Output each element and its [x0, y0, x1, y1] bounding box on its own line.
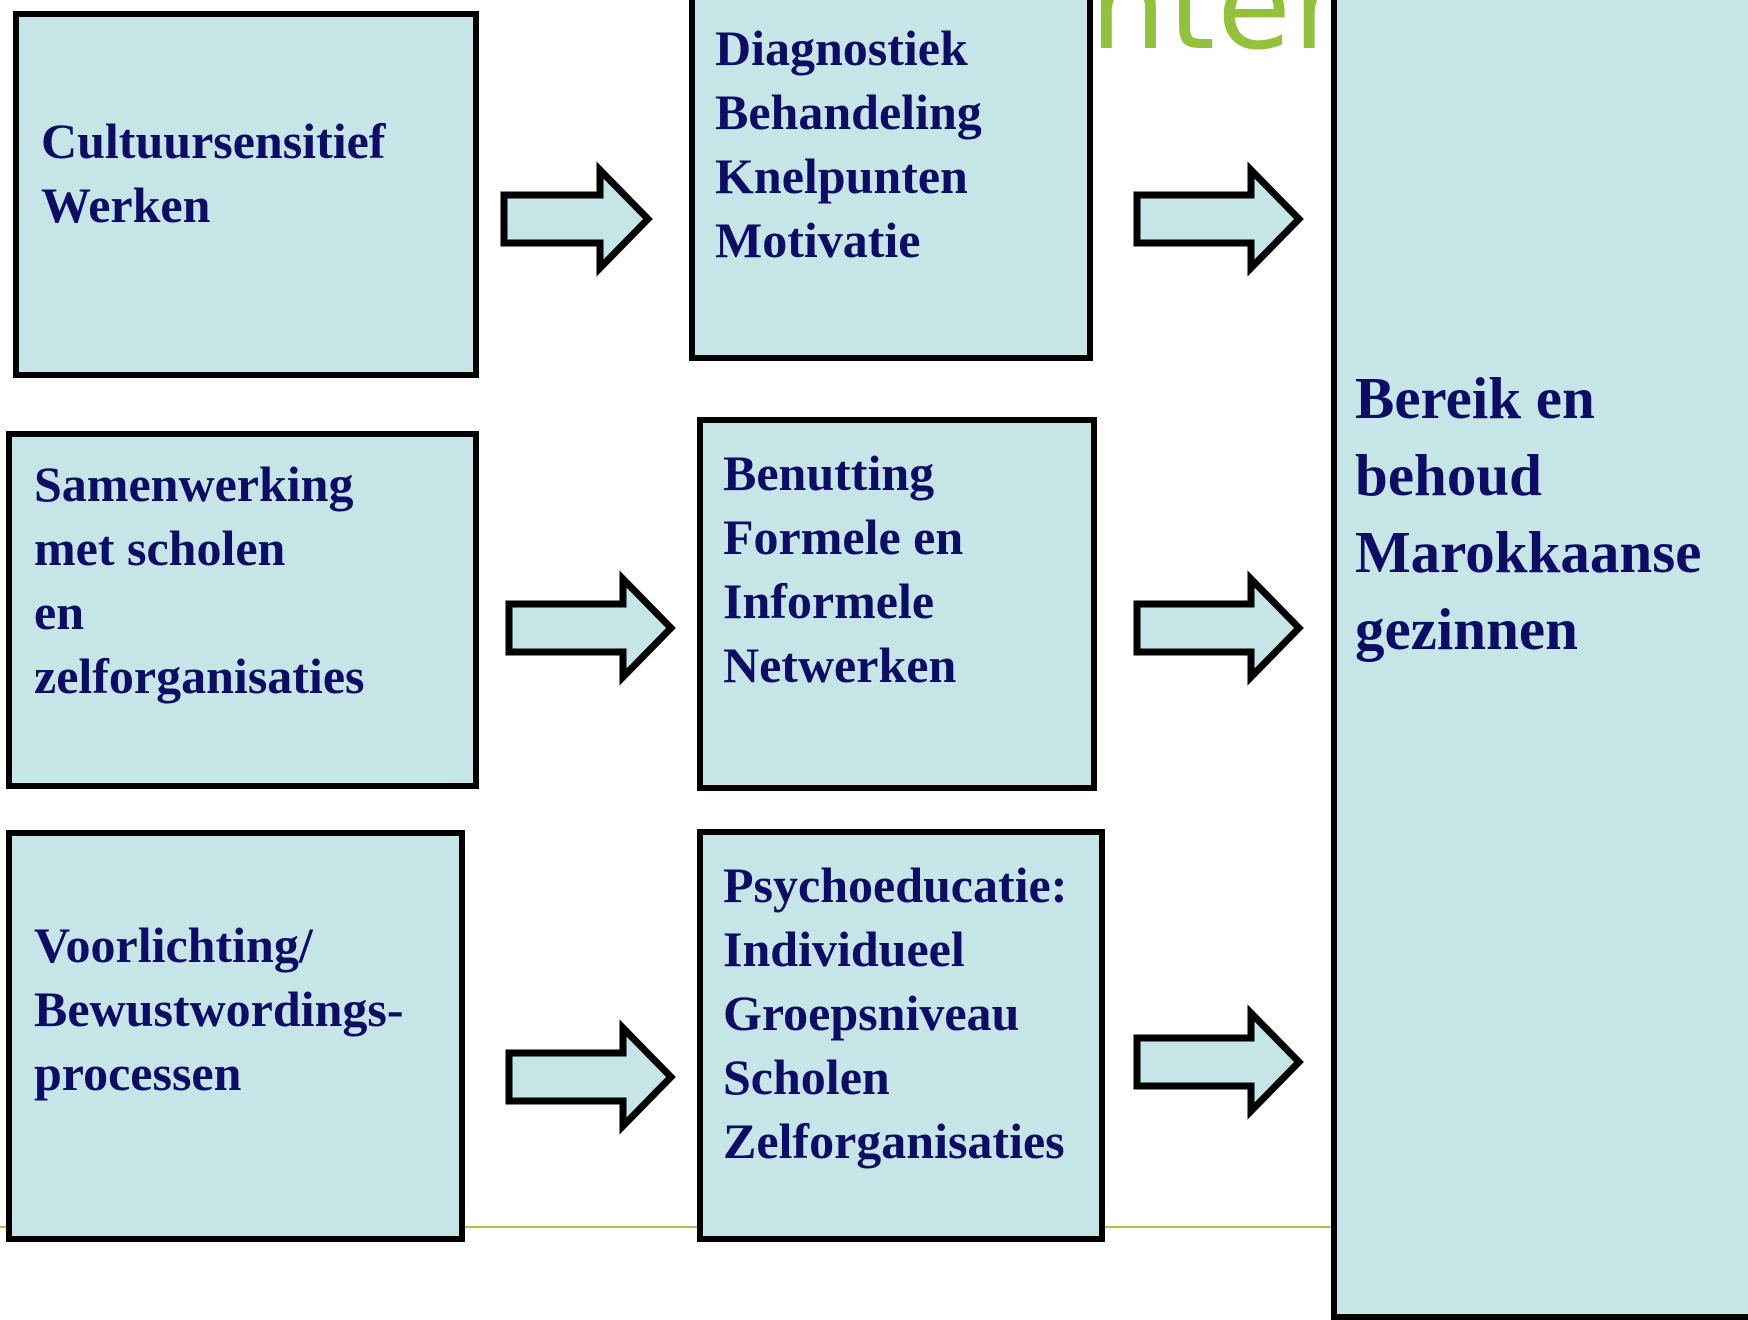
box-line: Psychoeducatie:	[723, 857, 1068, 913]
box-line: Formele en	[723, 509, 964, 565]
box-voorlichting: Voorlichting/ Bewustwordings- processen	[6, 830, 465, 1242]
arrow-right-icon	[505, 570, 676, 686]
box-line: Benutting	[723, 445, 935, 501]
footer-divider	[0, 1226, 1335, 1228]
box-line: zelforganisaties	[34, 648, 365, 704]
box-diagnostiek: Diagnostiek Behandeling Knelpunten Motiv…	[689, 0, 1093, 361]
box-line: Cultuursensitief	[41, 113, 386, 169]
box-bereik-en-behoud: Bereik en behoud Marokkaanse gezinnen	[1331, 0, 1748, 1320]
box-line: Zelforganisaties	[723, 1113, 1065, 1169]
arrow-right-icon	[1133, 1004, 1304, 1120]
box-cultuursensitief-werken: Cultuursensitief Werken	[13, 11, 479, 378]
box-line: Marokkaanse	[1355, 519, 1702, 585]
box-line: behoud	[1355, 442, 1542, 508]
box-line: Groepsniveau	[723, 985, 1020, 1041]
box-line: processen	[34, 1045, 242, 1101]
box-line: Individueel	[723, 921, 965, 977]
box-line: Werken	[41, 177, 211, 233]
arrow-right-icon	[1133, 570, 1304, 686]
box-line: Informele	[723, 573, 935, 629]
box-line: gezinnen	[1355, 596, 1578, 662]
box-line: Bereik en	[1355, 365, 1595, 431]
box-line: Bewustwordings-	[34, 981, 404, 1037]
box-line: Behandeling	[715, 84, 982, 140]
arrow-right-icon	[1133, 161, 1304, 277]
box-line: en	[34, 584, 84, 640]
box-line: Motivatie	[715, 212, 921, 268]
box-line: met scholen	[34, 520, 286, 576]
box-line: Diagnostiek	[715, 20, 968, 76]
arrow-right-icon	[505, 1019, 676, 1135]
box-benutting: Benutting Formele en Informele Netwerken	[697, 417, 1097, 791]
box-line: Samenwerking	[34, 456, 354, 512]
box-line: Netwerken	[723, 637, 957, 693]
box-samenwerking: Samenwerking met scholen en zelforganisa…	[6, 431, 479, 789]
arrow-right-icon	[500, 161, 653, 277]
box-line: Voorlichting/	[34, 917, 313, 973]
box-psychoeducatie: Psychoeducatie: Individueel Groepsniveau…	[697, 829, 1105, 1242]
box-line: Scholen	[723, 1049, 890, 1105]
box-line: Knelpunten	[715, 148, 968, 204]
